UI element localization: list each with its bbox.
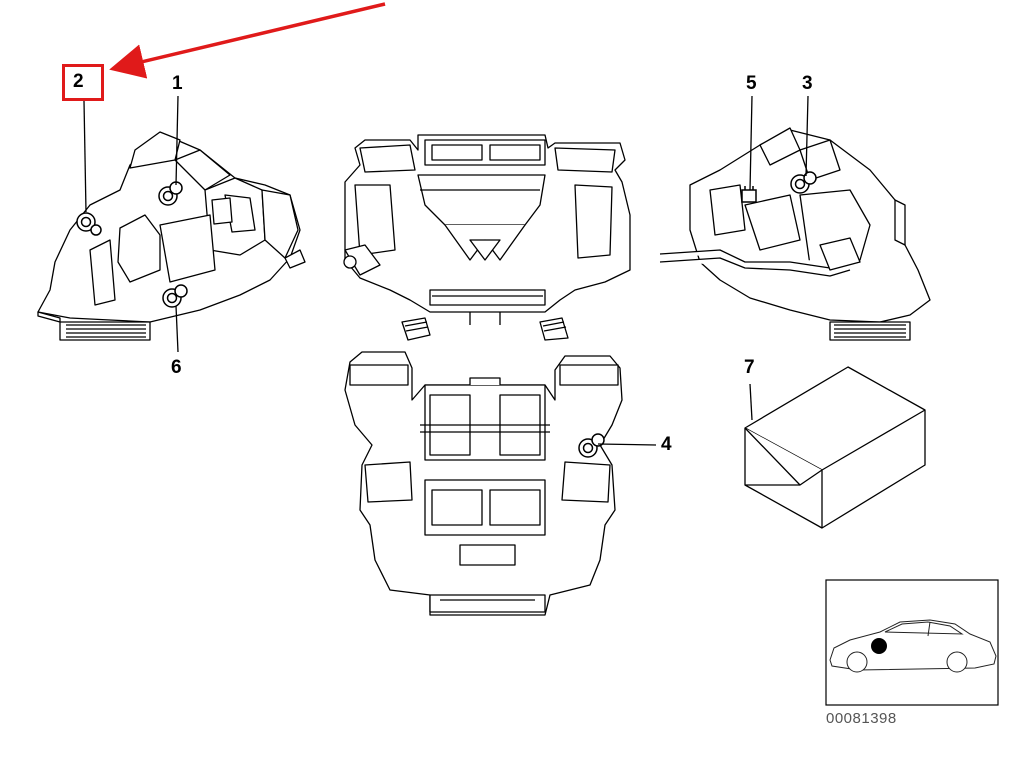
callout-6[interactable]: 6 [171,357,182,378]
vehicle-locator-inset [825,579,999,706]
callout-4[interactable]: 4 [661,434,672,455]
heater-housing-left-view [37,131,306,341]
leader-lines [83,95,809,446]
callout-1[interactable]: 1 [172,73,183,94]
heater-housing-front-view [343,134,631,341]
part-7-package [744,366,926,529]
diagram-reference-code: 00081398 [826,710,897,727]
heater-housing-right-view [659,127,931,341]
callout-5[interactable]: 5 [746,73,757,94]
locator-dot [871,638,887,654]
callout-3[interactable]: 3 [802,73,813,94]
car-silhouette-icon [829,619,997,673]
heater-housing-top-view [344,351,623,616]
callout-7[interactable]: 7 [744,357,755,378]
highlight-box [62,64,104,101]
clip-group-right [741,171,817,203]
clip-group-bottom [578,433,605,458]
callout-2[interactable]: 2 [73,71,84,92]
highlight-arrow [109,2,386,79]
